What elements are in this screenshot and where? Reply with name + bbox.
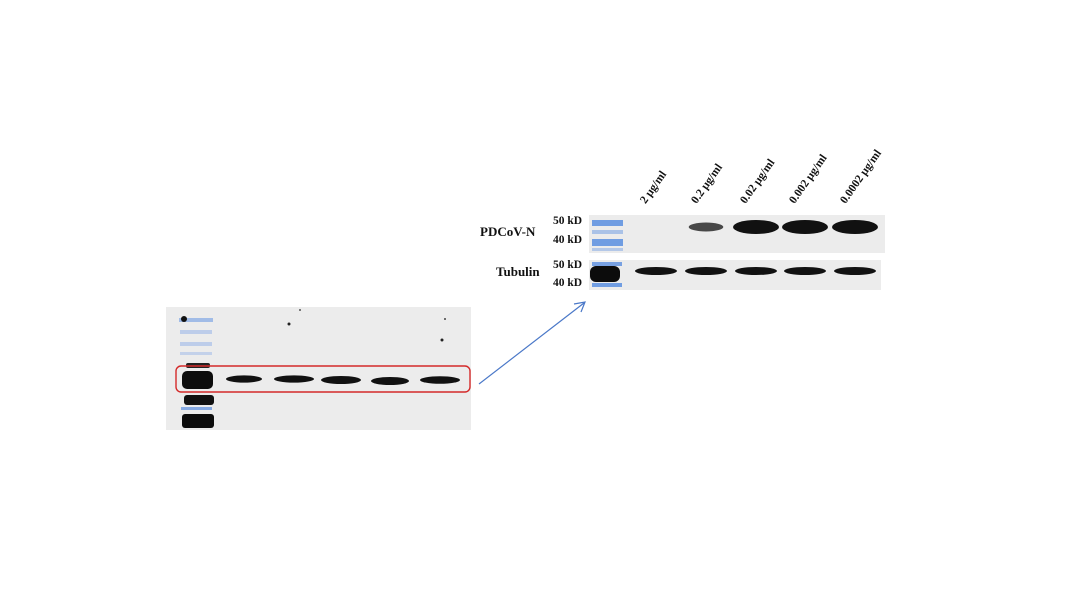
tubulin-band-lane-4 xyxy=(784,267,826,275)
highlight-box xyxy=(175,365,471,393)
row-label-tubulin: Tubulin xyxy=(496,264,540,279)
pdcov-n-band-lane-3 xyxy=(733,220,779,234)
full-band-lane-4 xyxy=(371,377,409,385)
full-band-lane-1 xyxy=(226,375,262,383)
tubulin-band-lane-1 xyxy=(635,267,677,275)
tubulin-band-lane-3 xyxy=(735,267,777,275)
tubulin-band-lane-2 xyxy=(685,267,727,275)
pdcov-n-marker-50: 50 kD xyxy=(553,215,583,227)
arrow-connector xyxy=(478,301,586,385)
tubulin-blot xyxy=(589,260,881,290)
full-membrane-ladder xyxy=(179,316,214,428)
pdcov-n-band-lane-5 xyxy=(832,220,878,234)
tubulin-marker-40: 40 kD xyxy=(553,277,583,289)
tubulin-marker-50: 50 kD xyxy=(553,259,583,271)
tubulin-band-lane-5 xyxy=(834,267,876,275)
full-membrane-bands xyxy=(226,375,460,385)
pdcov-n-band-lane-2 xyxy=(688,222,724,232)
pdcov-n-marker-40: 40 kD xyxy=(553,234,583,246)
pdcov-n-band-lane-4 xyxy=(782,220,828,234)
full-band-lane-2 xyxy=(274,375,314,383)
tubulin-ladder xyxy=(590,262,622,287)
full-band-lane-3 xyxy=(321,376,361,384)
membrane-background xyxy=(166,307,471,430)
tubulin-membrane xyxy=(589,260,881,290)
full-band-lane-5 xyxy=(420,376,460,384)
pdcov-n-blot xyxy=(589,215,885,253)
pdcov-n-membrane xyxy=(589,215,885,253)
pdcov-n-ladder xyxy=(592,220,623,251)
row-label-pdcov-n: PDCoV-N xyxy=(480,224,536,239)
